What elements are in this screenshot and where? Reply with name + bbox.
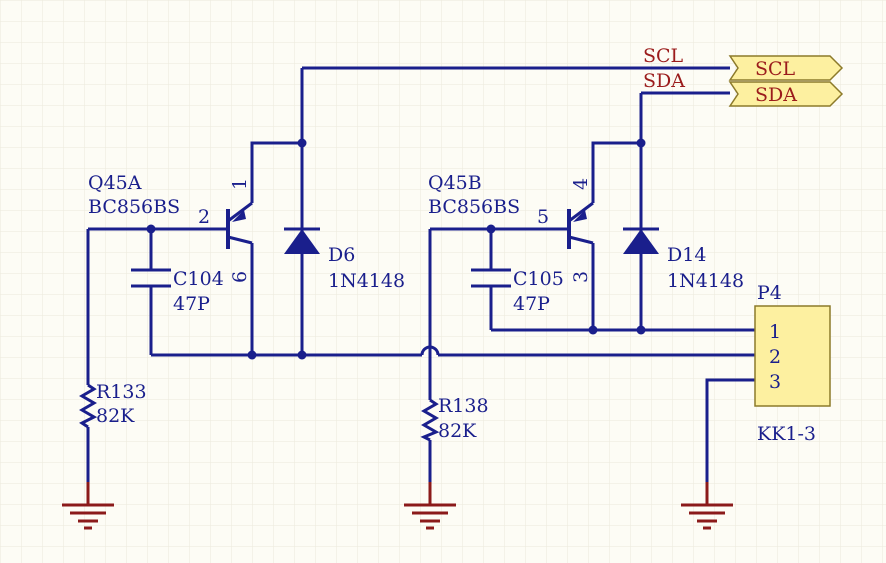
- r138-ref: R138: [438, 395, 489, 417]
- r138-value: 82K: [438, 420, 477, 442]
- junction-dot: [636, 325, 646, 335]
- q45b-ref: Q45B: [428, 172, 482, 194]
- junction-dot: [297, 138, 307, 148]
- p4-part: KK1-3: [757, 423, 816, 445]
- diode-triangle-icon: [284, 229, 320, 254]
- q45a-pin-emitter: 6: [229, 271, 251, 283]
- junction-dot: [247, 350, 257, 360]
- emitter-arrow-icon: [573, 210, 587, 222]
- junction-dot: [146, 224, 156, 234]
- port-sda[interactable]: SDA: [728, 81, 844, 107]
- r133-ref: R133: [96, 381, 147, 403]
- r133-value: 82K: [96, 405, 135, 427]
- wire-q45a-collector: [250, 141, 302, 203]
- d6-part: 1N4148: [328, 270, 405, 292]
- connector-pin-3: 3: [769, 371, 781, 393]
- connector-pin-1: 1: [769, 321, 781, 343]
- wire-q45b-collector: [591, 141, 641, 203]
- net-label-scl: SCL: [643, 45, 684, 67]
- junction-dot: [588, 325, 598, 335]
- wire-pin3: [705, 378, 755, 490]
- junction-dot: [297, 350, 307, 360]
- port-sda-label: SDA: [755, 84, 797, 106]
- q45a-part: BC856BS: [88, 196, 180, 218]
- port-scl-label: SCL: [755, 58, 796, 80]
- connector-p4[interactable]: 1 2 3: [754, 305, 831, 407]
- capacitor-c105[interactable]: [471, 268, 511, 288]
- net-label-sda: SDA: [643, 70, 685, 92]
- c105-ref: C105: [513, 268, 564, 290]
- emitter-arrow-icon: [232, 210, 246, 222]
- q45b-pin-collector: 4: [570, 178, 592, 190]
- junction-dot: [486, 224, 496, 234]
- c104-value: 47P: [173, 293, 210, 315]
- junction-dot: [636, 138, 646, 148]
- wires: [86, 66, 755, 490]
- d14-part: 1N4148: [667, 270, 744, 292]
- q45a-pin-collector: 1: [229, 178, 251, 190]
- p4-ref: P4: [757, 282, 782, 304]
- c105-value: 47P: [513, 293, 550, 315]
- ground-symbol: [404, 482, 456, 530]
- ground-symbol: [681, 482, 733, 530]
- connector-pin-2: 2: [769, 346, 781, 368]
- ground-symbol: [62, 482, 114, 530]
- diode-d6[interactable]: [284, 227, 320, 254]
- transistor-q45b[interactable]: [567, 201, 594, 249]
- q45b-pin-emitter: 3: [570, 271, 592, 283]
- q45b-part: BC856BS: [428, 196, 520, 218]
- resistor-r138[interactable]: [420, 398, 440, 442]
- q45a-ref: Q45A: [88, 172, 142, 194]
- capacitor-c104[interactable]: [131, 268, 171, 288]
- diode-triangle-icon: [623, 229, 659, 254]
- d14-ref: D14: [667, 244, 706, 266]
- c104-ref: C104: [173, 268, 224, 290]
- q45b-pin-base: 5: [537, 206, 549, 228]
- resistor-r133[interactable]: [79, 383, 98, 429]
- port-scl[interactable]: SCL: [728, 55, 844, 81]
- d6-ref: D6: [328, 244, 355, 266]
- diode-d14[interactable]: [623, 227, 659, 254]
- transistor-q45a[interactable]: [226, 201, 253, 249]
- q45a-pin-base: 2: [198, 206, 210, 228]
- junctions: [146, 138, 646, 360]
